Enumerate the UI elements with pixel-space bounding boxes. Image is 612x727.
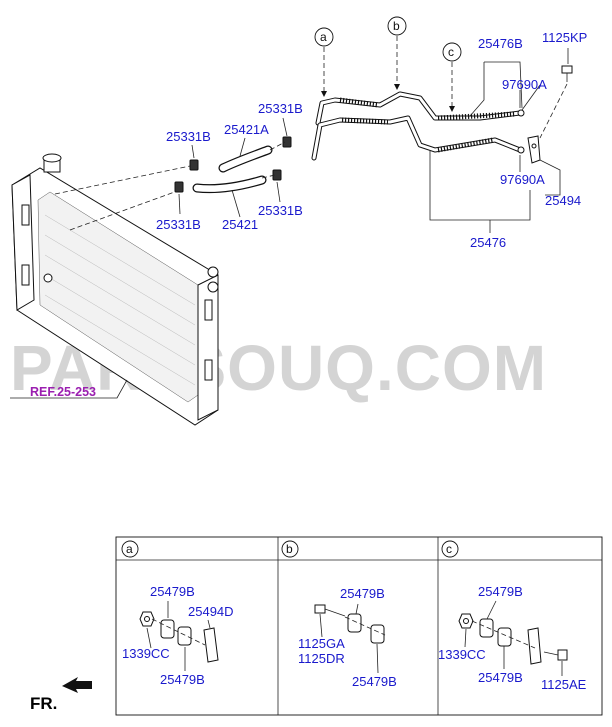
ref-label[interactable]: REF.25-253	[30, 385, 96, 399]
clamp-25331B	[174, 181, 184, 193]
leader-line	[282, 117, 288, 137]
bracket-25494D	[203, 627, 219, 663]
leader-line	[269, 141, 286, 151]
label-1125DR: 1125DR	[298, 651, 345, 666]
svg-text:b: b	[286, 542, 293, 556]
clip-25479B	[177, 626, 192, 646]
label-1125AE: 1125AE	[541, 677, 587, 692]
clip-25479B	[479, 618, 494, 638]
label-1125GA: 1125GA	[298, 636, 345, 651]
leader-line	[191, 144, 195, 159]
clamp-25331B	[282, 136, 292, 148]
callout-c: c	[442, 42, 462, 112]
bracket-hole	[531, 143, 537, 149]
leader-line	[521, 84, 541, 111]
svg-text:c: c	[446, 542, 452, 556]
bracket-25494	[527, 135, 541, 164]
label-1339CC: 1339CC	[122, 646, 170, 661]
clamp-25331B	[189, 159, 199, 171]
label-25331B: 25331B	[258, 101, 303, 116]
leader-line	[54, 165, 191, 195]
bolt-1125KP	[561, 65, 573, 82]
detail-panel-b: b 25479B 1125GA 1125DR 25479B	[281, 540, 397, 689]
fitting-97690A	[517, 146, 525, 154]
leader-line	[239, 137, 246, 157]
label-1339CC: 1339CC	[438, 647, 486, 662]
svg-text:a: a	[320, 30, 327, 44]
label-25421: 25421	[222, 217, 258, 232]
label-1125KP: 1125KP	[542, 30, 587, 45]
detail-panel-c: c 25479B 1339CC 25479B 1125AE	[438, 540, 587, 692]
label-25479B: 25479B	[150, 584, 195, 599]
label-25331B: 25331B	[258, 203, 303, 218]
callout-a: a	[314, 27, 334, 97]
ref-leader	[10, 379, 128, 399]
leader-line	[261, 174, 276, 179]
leader-line	[539, 159, 561, 196]
leader-line	[69, 189, 181, 231]
clamp-25331B	[272, 169, 282, 181]
label-97690A: 97690A	[500, 172, 545, 187]
leader-line	[178, 193, 181, 215]
detail-panel-a: a 25479B 25494D 1339CC 25479B	[121, 540, 234, 687]
clip-25479B	[370, 624, 385, 644]
svg-text:a: a	[126, 542, 133, 556]
front-arrow-icon	[62, 677, 92, 693]
svg-text:b: b	[393, 19, 400, 33]
label-25476B: 25476B	[478, 36, 523, 51]
clip-25479B	[160, 619, 175, 639]
radiator-illustration	[11, 153, 219, 426]
label-25494: 25494	[545, 193, 581, 208]
bolt-1125AE	[543, 649, 568, 661]
label-25479B: 25479B	[478, 584, 523, 599]
label-25331B: 25331B	[166, 129, 211, 144]
svg-text:c: c	[448, 45, 454, 59]
label-25331B: 25331B	[156, 217, 201, 232]
label-25421A: 25421A	[224, 122, 269, 137]
clip-25479B	[347, 613, 362, 633]
callout-b: b	[387, 16, 407, 90]
bolt-1125GA	[314, 604, 346, 617]
leader-line	[231, 189, 241, 218]
label-97690A: 97690A	[502, 77, 547, 92]
leader-line	[429, 150, 531, 221]
label-25479B: 25479B	[478, 670, 523, 685]
label-25479B: 25479B	[160, 672, 205, 687]
label-25479B: 25479B	[340, 586, 385, 601]
oil-cooler-pipe-upper	[315, 91, 523, 126]
label-25479B: 25479B	[352, 674, 397, 689]
hose-25421A	[218, 145, 273, 173]
fitting-97690A	[517, 109, 525, 117]
hose-25421	[192, 175, 267, 194]
bracket-25494	[527, 627, 542, 665]
svg-text:FR.: FR.	[30, 694, 57, 713]
front-direction-indicator: FR.	[30, 677, 92, 713]
leader-line	[469, 62, 485, 117]
leader-line	[539, 83, 568, 139]
clip-25479B	[497, 627, 512, 647]
leader-line	[484, 61, 523, 109]
label-25494D: 25494D	[188, 604, 234, 619]
label-25476: 25476	[470, 235, 506, 250]
oil-cooler-pipe-lower	[311, 115, 523, 161]
detail-table	[115, 536, 603, 716]
leader-line	[276, 181, 281, 203]
